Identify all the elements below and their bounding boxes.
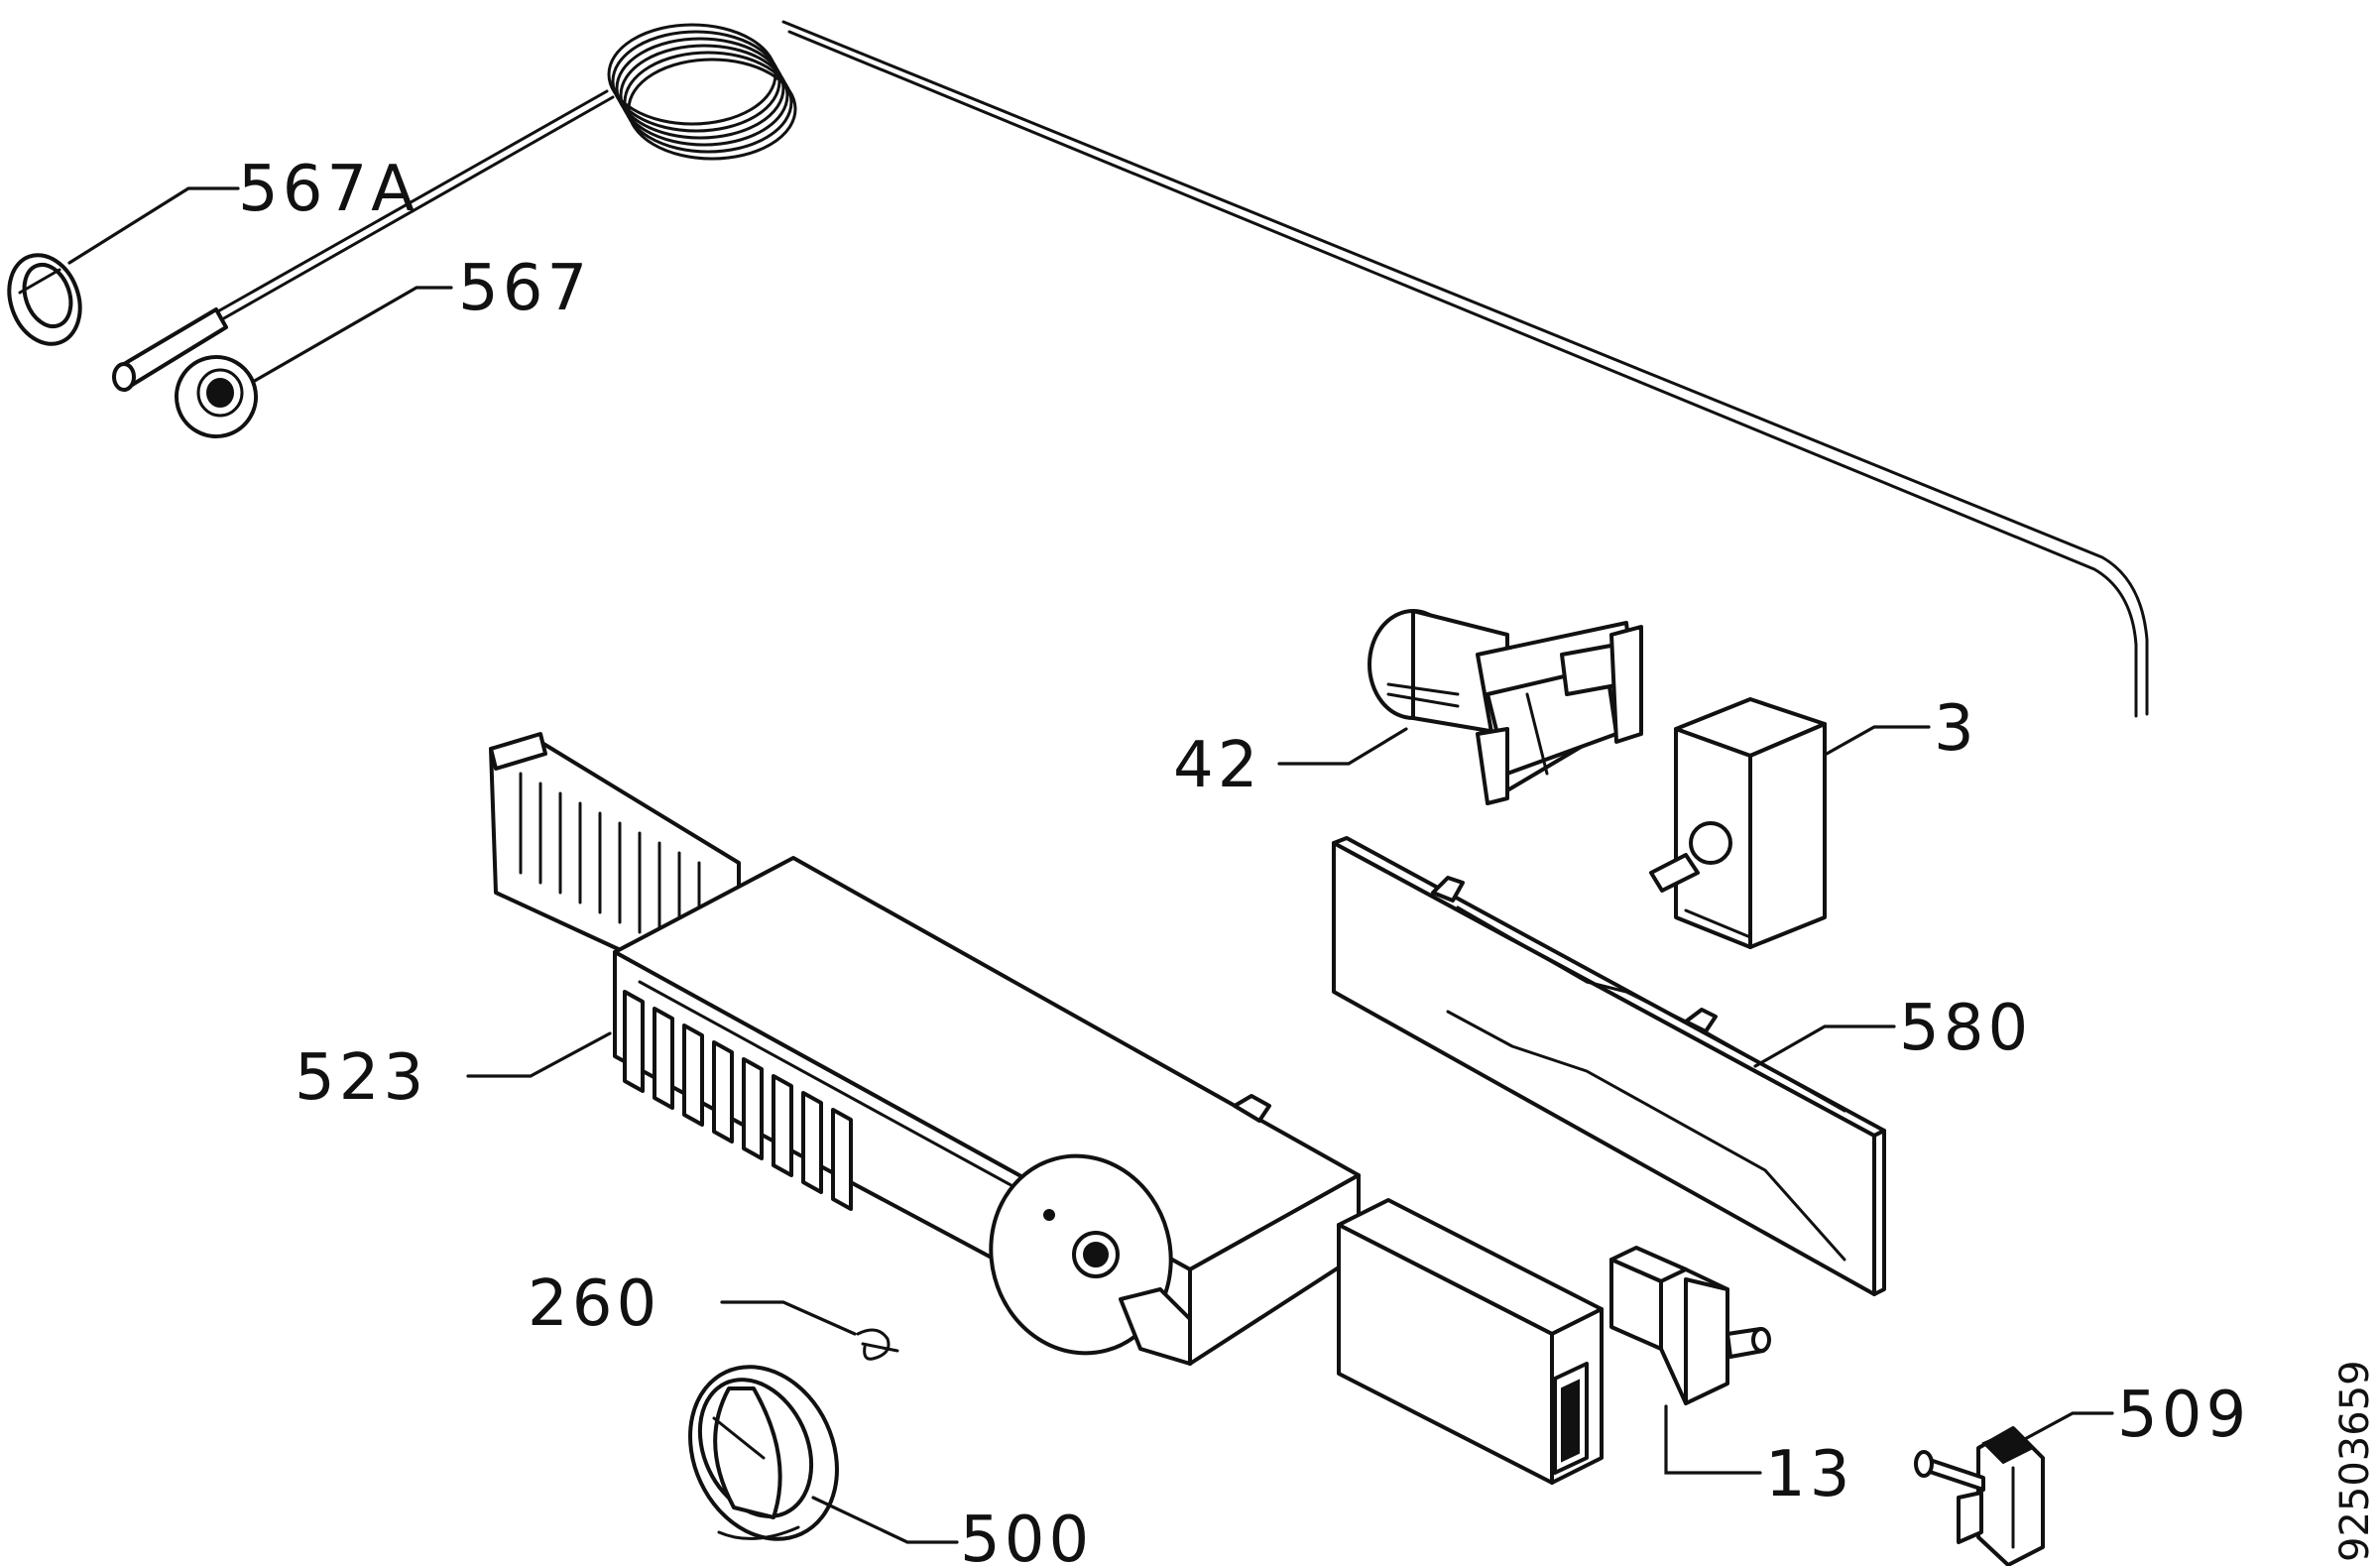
tube-to-thermostat-b (787, 30, 2138, 718)
dial-boss (989, 1153, 1192, 1366)
leader-567 (251, 286, 453, 384)
drawing-code: 92503659 (2332, 1360, 2378, 1562)
label-567: 567 (458, 252, 591, 325)
leader-567A (67, 186, 240, 265)
tube-to-bulb-b (220, 95, 615, 321)
leader-42 (1277, 727, 1408, 766)
sensor-bulb (112, 307, 228, 392)
tube-to-bulb-a (214, 89, 609, 314)
leader-580 (1753, 1024, 1896, 1068)
knob-500 (688, 1365, 839, 1541)
leader-500 (811, 1496, 959, 1544)
washer-567 (175, 355, 258, 438)
cover-plate-580 (1332, 836, 1886, 1296)
switch-box (1337, 1198, 1604, 1485)
leader-3 (1825, 725, 1931, 756)
leader-260 (720, 1300, 857, 1336)
label-580: 580 (1899, 992, 2032, 1065)
housing-slots (623, 990, 853, 1211)
label-3: 3 (1934, 692, 1978, 766)
coil-loop-6 (627, 58, 797, 161)
lamp-holder-42 (1368, 609, 1643, 805)
label-42: 42 (1173, 729, 1261, 802)
label-509: 509 (2117, 1379, 2250, 1452)
label-260: 260 (528, 1267, 660, 1341)
tube-to-thermostat-a (781, 20, 2149, 716)
housing-523 (613, 856, 1361, 1366)
part-labels: 567A 567 42 3 580 523 260 13 509 500 (238, 153, 2250, 1566)
leader-lines (67, 186, 2114, 1544)
thermostat-3 (1649, 697, 1827, 949)
switch-13 (1609, 1246, 1771, 1405)
coil-loop-5 (623, 51, 793, 154)
clip-ring-567A (7, 253, 82, 346)
housing-comb-523 (489, 732, 741, 954)
label-13: 13 (1765, 1438, 1853, 1511)
hinge-509 (1914, 1426, 2045, 1566)
leader-509 (2021, 1411, 2114, 1442)
leader-13 (1664, 1404, 1762, 1475)
coil-loop-3 (615, 37, 785, 140)
leader-523 (466, 1031, 612, 1078)
label-523: 523 (295, 1041, 427, 1115)
label-500: 500 (960, 1504, 1093, 1566)
clip-260 (856, 1328, 899, 1361)
capillary-tube (214, 20, 2149, 718)
label-567A: 567A (238, 153, 418, 226)
coil-loop-4 (619, 44, 789, 147)
